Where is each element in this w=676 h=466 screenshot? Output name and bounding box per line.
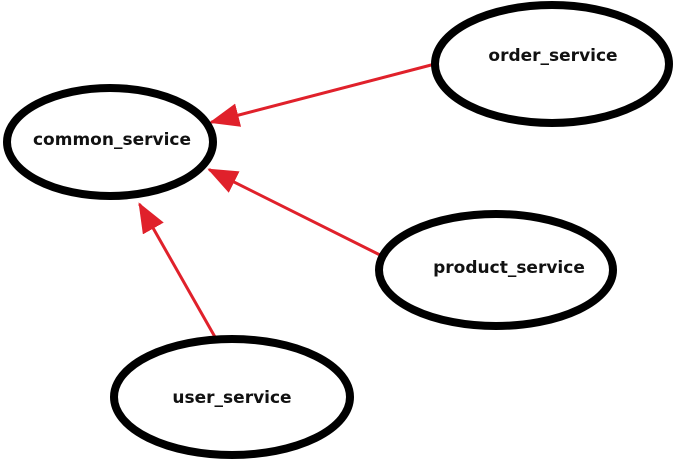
node-product-service-shape [375,210,617,330]
node-common-service-shape [3,84,217,200]
edge-product-to-common [207,168,382,257]
node-order-service-label: order_service [488,46,617,66]
node-user-service-shape [110,335,354,459]
edge-user-to-common [138,202,217,339]
node-order-service: order_service [431,1,673,127]
node-order-service-shape [431,1,673,127]
node-common-service-label: common_service [33,130,191,150]
node-common-service: common_service [3,84,217,200]
edge-order-to-common [209,62,437,127]
node-user-service-label: user_service [172,388,291,408]
node-product-service-label: product_service [433,258,585,278]
edges [138,62,437,339]
node-product-service: product_service [375,210,617,330]
node-user-service: user_service [110,335,354,459]
